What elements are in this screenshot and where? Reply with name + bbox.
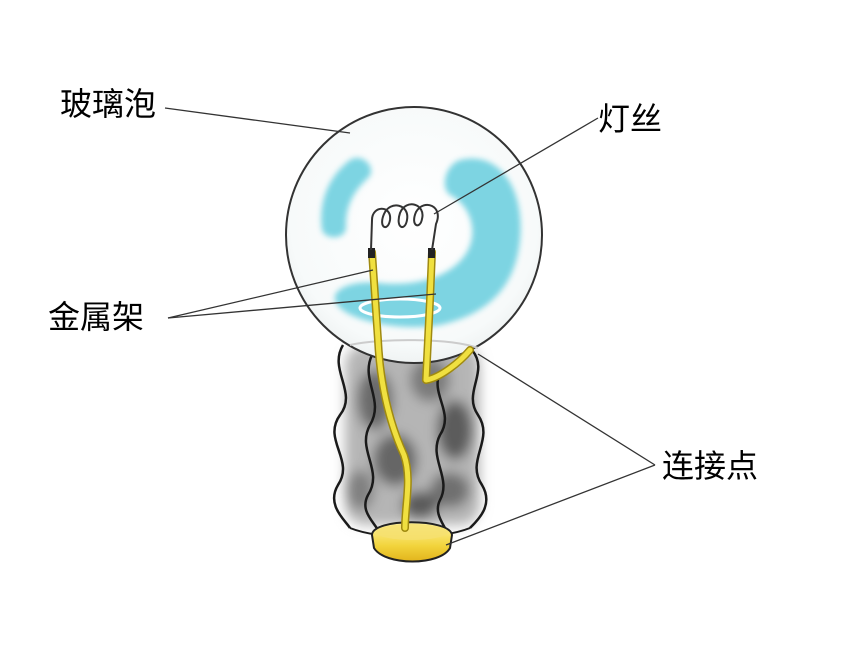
- screw-thread-mid: [435, 371, 448, 531]
- bulb-neck: [349, 339, 479, 349]
- screw-thread-left: [332, 344, 352, 529]
- metal-frame: [368, 248, 474, 532]
- leader-connection-2: [445, 464, 656, 546]
- label-metal-frame: 金属架: [48, 298, 144, 336]
- leader-glass-bulb: [164, 107, 351, 134]
- leader-connection-1: [477, 353, 656, 466]
- label-connection-point: 连接点: [662, 447, 758, 485]
- leader-lines: [164, 107, 656, 546]
- screw-thread-right: [469, 349, 488, 529]
- screw-thread-inner: [364, 354, 380, 531]
- leader-filament: [433, 117, 599, 215]
- screw-base-shading: [345, 345, 480, 525]
- glass-bulb: [285, 106, 543, 364]
- leader-metal-frame-1: [167, 269, 374, 319]
- base-contact-cap: [370, 521, 454, 563]
- leader-metal-frame-2: [167, 293, 437, 319]
- label-glass-bulb: 玻璃泡: [60, 85, 156, 123]
- screw-base: [332, 344, 488, 538]
- label-filament: 灯丝: [598, 100, 662, 138]
- filament-coil: [370, 203, 439, 251]
- glass-reflection: [321, 157, 521, 328]
- glass-stem-ring: [358, 297, 442, 319]
